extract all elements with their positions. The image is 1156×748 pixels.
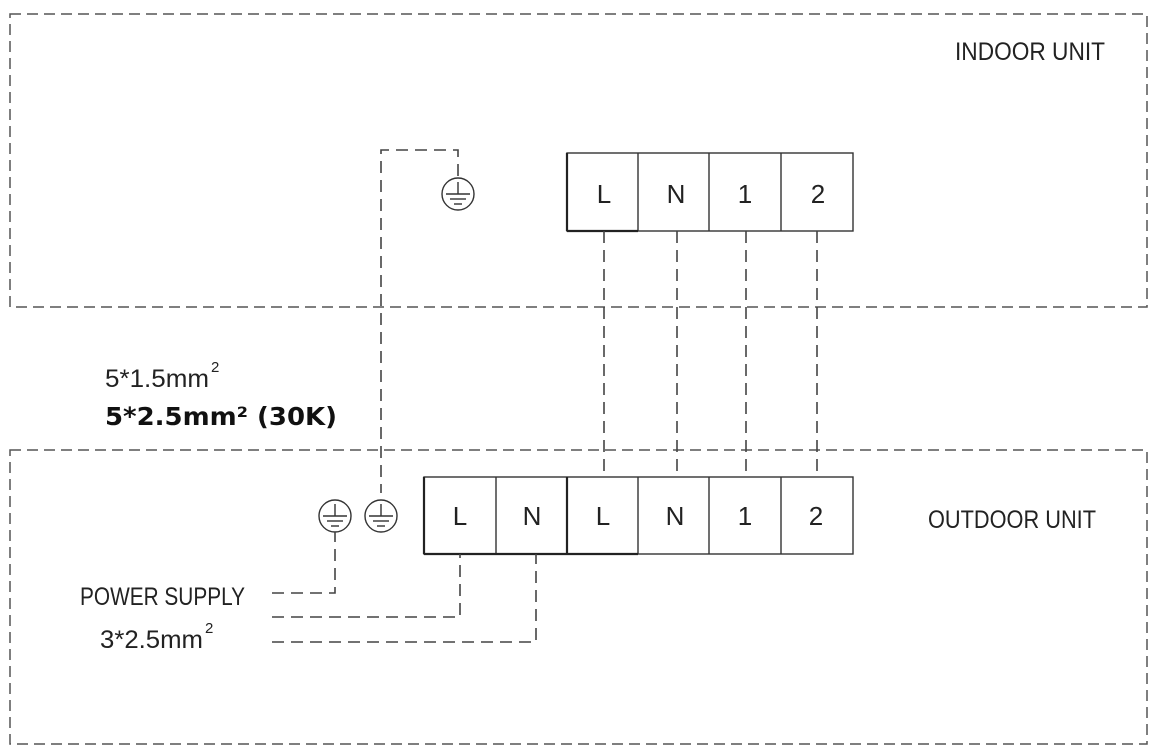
interconnect-wires: [380, 149, 818, 493]
power-supply-spec-sup: 2: [205, 620, 213, 637]
outdoor-power-terminal-n: N: [523, 501, 542, 531]
outdoor-terminal-l: L: [596, 501, 610, 531]
outdoor-terminal-block: L N L N 1 2: [422, 476, 854, 556]
outdoor-power-terminal-l: L: [453, 501, 467, 531]
indoor-unit-label: INDOOR UNIT: [955, 38, 1105, 66]
power-supply-spec: 3*2.5mm: [100, 626, 203, 654]
indoor-terminal-1: 1: [738, 179, 752, 209]
wire-ground: [380, 149, 459, 493]
ground-icon: [441, 177, 475, 211]
power-wire-ground: [272, 532, 336, 594]
ground-icon: [364, 499, 398, 533]
outdoor-terminal-n: N: [666, 501, 685, 531]
power-supply-label: POWER SUPPLY: [80, 583, 245, 611]
indoor-terminal-2: 2: [811, 179, 825, 209]
indoor-unit-boundary: [9, 13, 1148, 308]
outdoor-terminal-2: 2: [809, 501, 823, 531]
indoor-terminal-l: L: [597, 179, 611, 209]
outdoor-terminal-1: 1: [738, 501, 752, 531]
power-wire-n: [272, 554, 537, 643]
cable-spec-line1-sup: 2: [211, 359, 219, 376]
power-supply-wires: [272, 532, 537, 643]
indoor-terminal-n: N: [667, 179, 686, 209]
outdoor-unit-label: OUTDOOR UNIT: [928, 506, 1096, 534]
ground-icon: [318, 499, 352, 533]
cable-spec-line1: 5*1.5mm: [105, 365, 209, 393]
cable-spec-line2: 5*2.5mm² (30K): [105, 402, 337, 431]
power-wire-l: [272, 554, 461, 618]
outdoor-unit-boundary: [9, 449, 1148, 745]
indoor-terminal-block: L N 1 2: [565, 152, 854, 233]
